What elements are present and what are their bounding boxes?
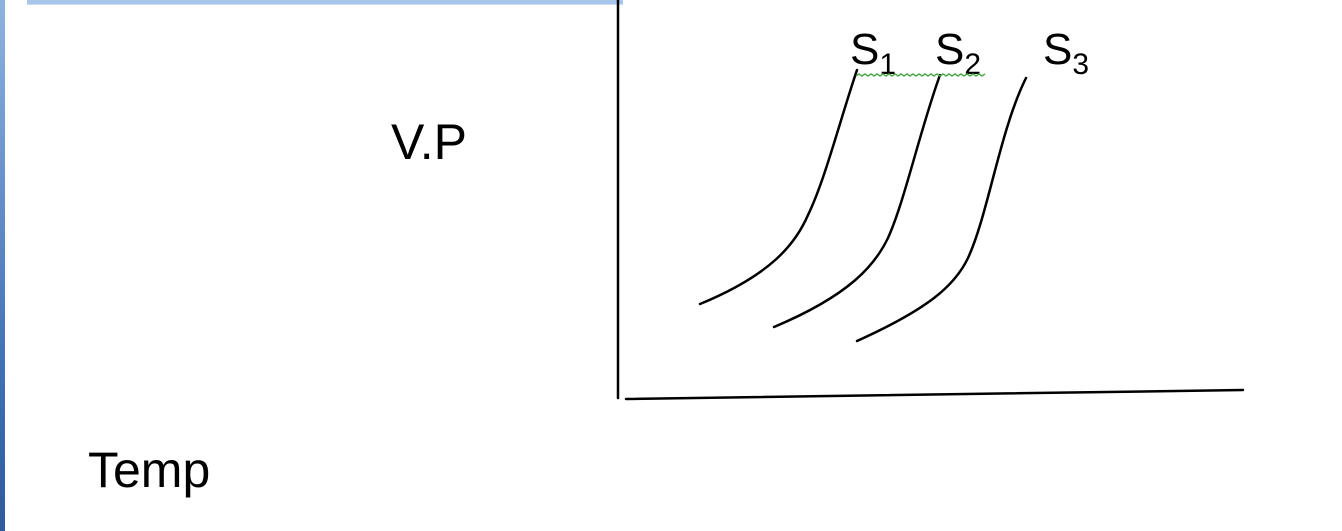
curve-label-s1-letter: S — [850, 25, 879, 74]
curve-s2 — [772, 73, 942, 329]
curve-label-s3-letter: S — [1043, 25, 1072, 74]
spellcheck-underline — [855, 73, 986, 77]
curve-label-s1: S1 — [850, 25, 896, 81]
curve-s3 — [855, 76, 1028, 343]
curve-s1 — [698, 68, 859, 306]
curve-label-s3: S3 — [1043, 25, 1089, 81]
curve-label-s2-letter: S — [935, 25, 964, 74]
x-axis-label: Temp — [88, 442, 211, 498]
curve-label-s3-subscript: 3 — [1072, 48, 1089, 81]
curve-label-s2-subscript: 2 — [964, 48, 981, 81]
slide-left-border — [0, 0, 5, 531]
curve-label-s1-subscript: 1 — [879, 48, 896, 81]
slide-top-bar — [27, 0, 623, 5]
curve-label-s2: S2 — [935, 25, 981, 81]
y-axis-label: V.P — [391, 114, 468, 170]
x-axis-line — [624, 388, 1245, 401]
